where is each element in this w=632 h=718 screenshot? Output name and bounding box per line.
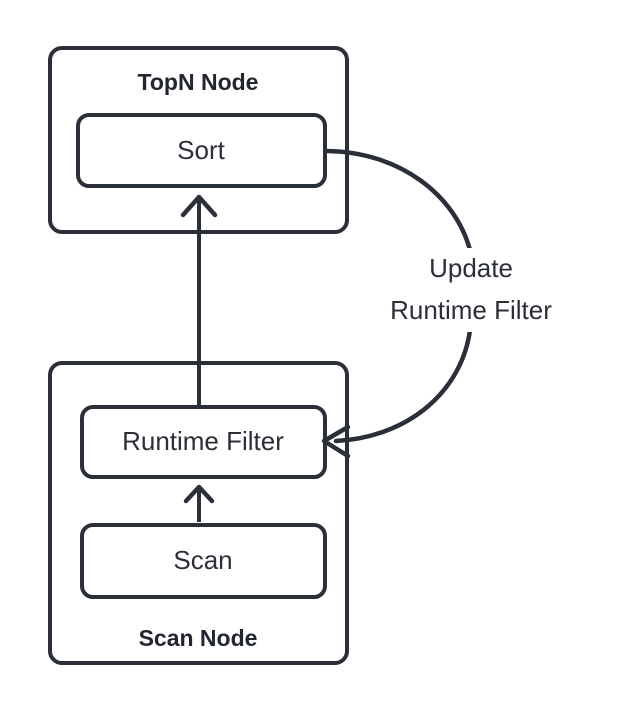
scan-node-title: Scan Node xyxy=(139,625,258,651)
scan-node-to-sort-arrow xyxy=(180,194,218,408)
update-runtime-filter-label-halo xyxy=(396,248,546,332)
topn-node-title: TopN Node xyxy=(138,69,259,95)
update-runtime-filter-curve xyxy=(324,148,473,253)
update-runtime-filter-label-line1: Update xyxy=(429,253,513,283)
scan-label: Scan xyxy=(173,545,232,575)
runtime-filter-label: Runtime Filter xyxy=(122,426,284,456)
scan-to-runtime-filter-arrow xyxy=(183,484,215,522)
update-runtime-filter-curve-lower xyxy=(333,327,473,444)
scan-node-to-sort-arrowhead xyxy=(180,194,218,218)
update-runtime-filter-label-line2: Runtime Filter xyxy=(390,295,552,325)
sort-label: Sort xyxy=(177,135,225,165)
scan-to-runtime-filter-arrowhead xyxy=(183,484,215,504)
update-runtime-filter-arrowhead xyxy=(321,424,351,459)
scan-box[interactable] xyxy=(80,523,327,599)
update-runtime-filter-arrow: Update Runtime Filter xyxy=(321,148,552,459)
